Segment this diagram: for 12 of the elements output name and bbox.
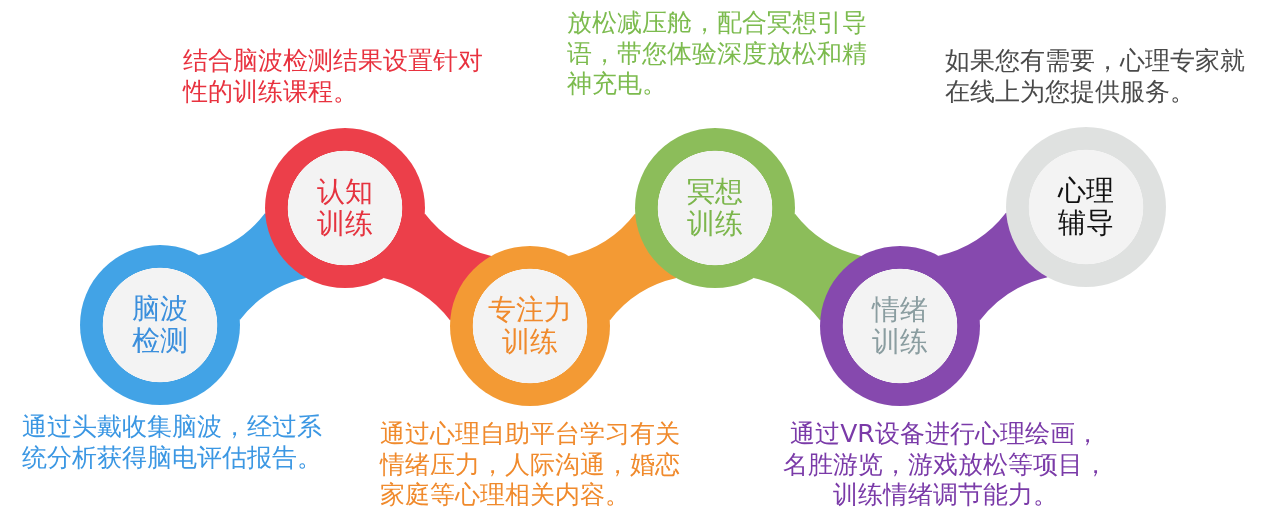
description-text: 放松减压舱，配合冥想引导语，带您体验深度放松和精神充电。	[567, 8, 868, 100]
node-label: 情绪训练	[871, 293, 929, 359]
description-text: 通过心理自助平台学习有关情绪压力，人际沟通，婚恋家庭等心理相关内容。	[380, 419, 681, 511]
node-label: 认知训练	[316, 175, 374, 241]
node-label: 脑波检测	[131, 292, 189, 358]
node-label: 冥想训练	[686, 175, 744, 241]
description-text: 结合脑波检测结果设置针对性的训练课程。	[183, 46, 484, 107]
description-text: 通过头戴收集脑波，经过系统分析获得脑电评估报告。	[20, 412, 323, 473]
description-text: 通过VR设备进行心理绘画，名胜游览，游戏放松等项目，训练情绪调节能力。	[781, 419, 1109, 511]
description-text: 如果您有需要，心理专家就在线上为您提供服务。	[945, 46, 1246, 107]
node-label: 心理辅导	[1057, 174, 1115, 240]
node-label: 专注力训练	[487, 293, 573, 359]
